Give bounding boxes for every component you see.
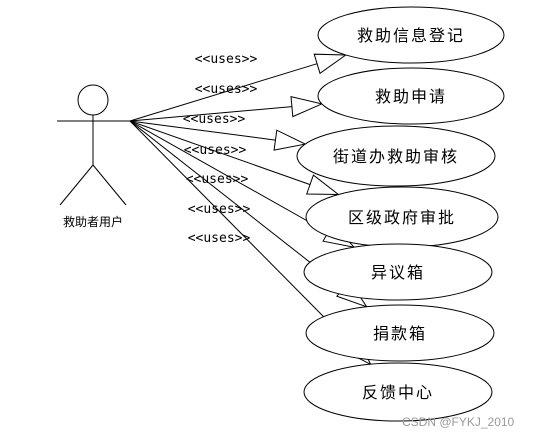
use-case-uc5: 异议箱 bbox=[303, 243, 493, 301]
actor-label: 救助者用户 bbox=[63, 214, 123, 229]
use-case-uc4: 区级政府审批 bbox=[305, 186, 499, 248]
actor-left-leg bbox=[59, 164, 94, 206]
association-line bbox=[129, 120, 329, 233]
use-case-label: 反馈中心 bbox=[362, 383, 434, 402]
association-line bbox=[129, 63, 318, 122]
use-case-label: 捐款箱 bbox=[373, 324, 427, 343]
uses-label: <<uses>> bbox=[195, 82, 258, 97]
use-case-ellipse bbox=[317, 67, 505, 125]
use-case-label: 街道办救助审核 bbox=[333, 147, 459, 166]
association-line bbox=[129, 106, 292, 122]
uses-label: <<uses>> bbox=[183, 112, 246, 127]
arrowhead-icon bbox=[305, 174, 340, 196]
uses-label: <<uses>> bbox=[186, 172, 249, 187]
actor-right-leg bbox=[92, 164, 127, 206]
uses-label: <<uses>> bbox=[188, 231, 251, 246]
use-case-ellipse bbox=[317, 6, 505, 64]
use-case-ellipse bbox=[296, 125, 496, 187]
use-case-label: 异议箱 bbox=[371, 263, 425, 282]
use-case-uc2: 救助申请 bbox=[317, 67, 505, 125]
uses-label: <<uses>> bbox=[188, 202, 251, 217]
actor-head bbox=[77, 84, 109, 116]
association-line bbox=[129, 120, 344, 289]
use-case-ellipse bbox=[303, 243, 493, 301]
actor: 救助者用户 bbox=[57, 84, 130, 229]
arrowhead-icon bbox=[313, 53, 348, 75]
uses-label: <<uses>> bbox=[184, 143, 247, 158]
use-case-label: 救助申请 bbox=[375, 87, 447, 106]
use-case-uc6: 捐款箱 bbox=[305, 304, 495, 362]
use-case-label: 救助信息登记 bbox=[357, 26, 465, 45]
use-case-ellipse bbox=[305, 304, 495, 362]
arrowhead-icon bbox=[273, 129, 307, 151]
use-case-uc7: 反馈中心 bbox=[303, 362, 493, 422]
uses-label: <<uses>> bbox=[195, 52, 258, 67]
use-case-label: 区级政府审批 bbox=[348, 208, 456, 227]
use-case-uc1: 救助信息登记 bbox=[317, 6, 505, 64]
use-case-uc3: 街道办救助审核 bbox=[296, 125, 496, 187]
association-line bbox=[129, 120, 311, 186]
uses-labels: <<uses>> <<uses>> <<uses>> <<uses>> <<uses>>… bbox=[183, 52, 258, 246]
arrowhead-icon bbox=[290, 95, 324, 118]
watermark: CSDN @FYKJ_2010 bbox=[402, 415, 515, 429]
association-line bbox=[129, 120, 350, 344]
use-case-ellipse bbox=[303, 362, 493, 422]
association-line bbox=[129, 120, 276, 141]
